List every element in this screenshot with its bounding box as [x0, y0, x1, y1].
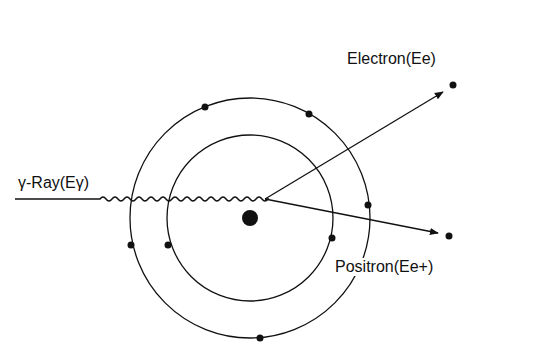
electron-track [265, 92, 443, 199]
particle-label: Positron(Ee+) [333, 258, 435, 276]
inner-orbit [167, 135, 333, 301]
gamma-ray-wave [15, 197, 268, 201]
positron-track [265, 199, 438, 233]
positron-particle [446, 233, 453, 240]
outer-orbit [130, 98, 370, 338]
orbital-electrons [128, 104, 372, 342]
electron-particle [450, 82, 457, 89]
particle-label: Electron(Ee) [345, 50, 438, 68]
ray-label: γ-Ray(Eγ) [16, 174, 91, 192]
nucleus [242, 210, 258, 226]
